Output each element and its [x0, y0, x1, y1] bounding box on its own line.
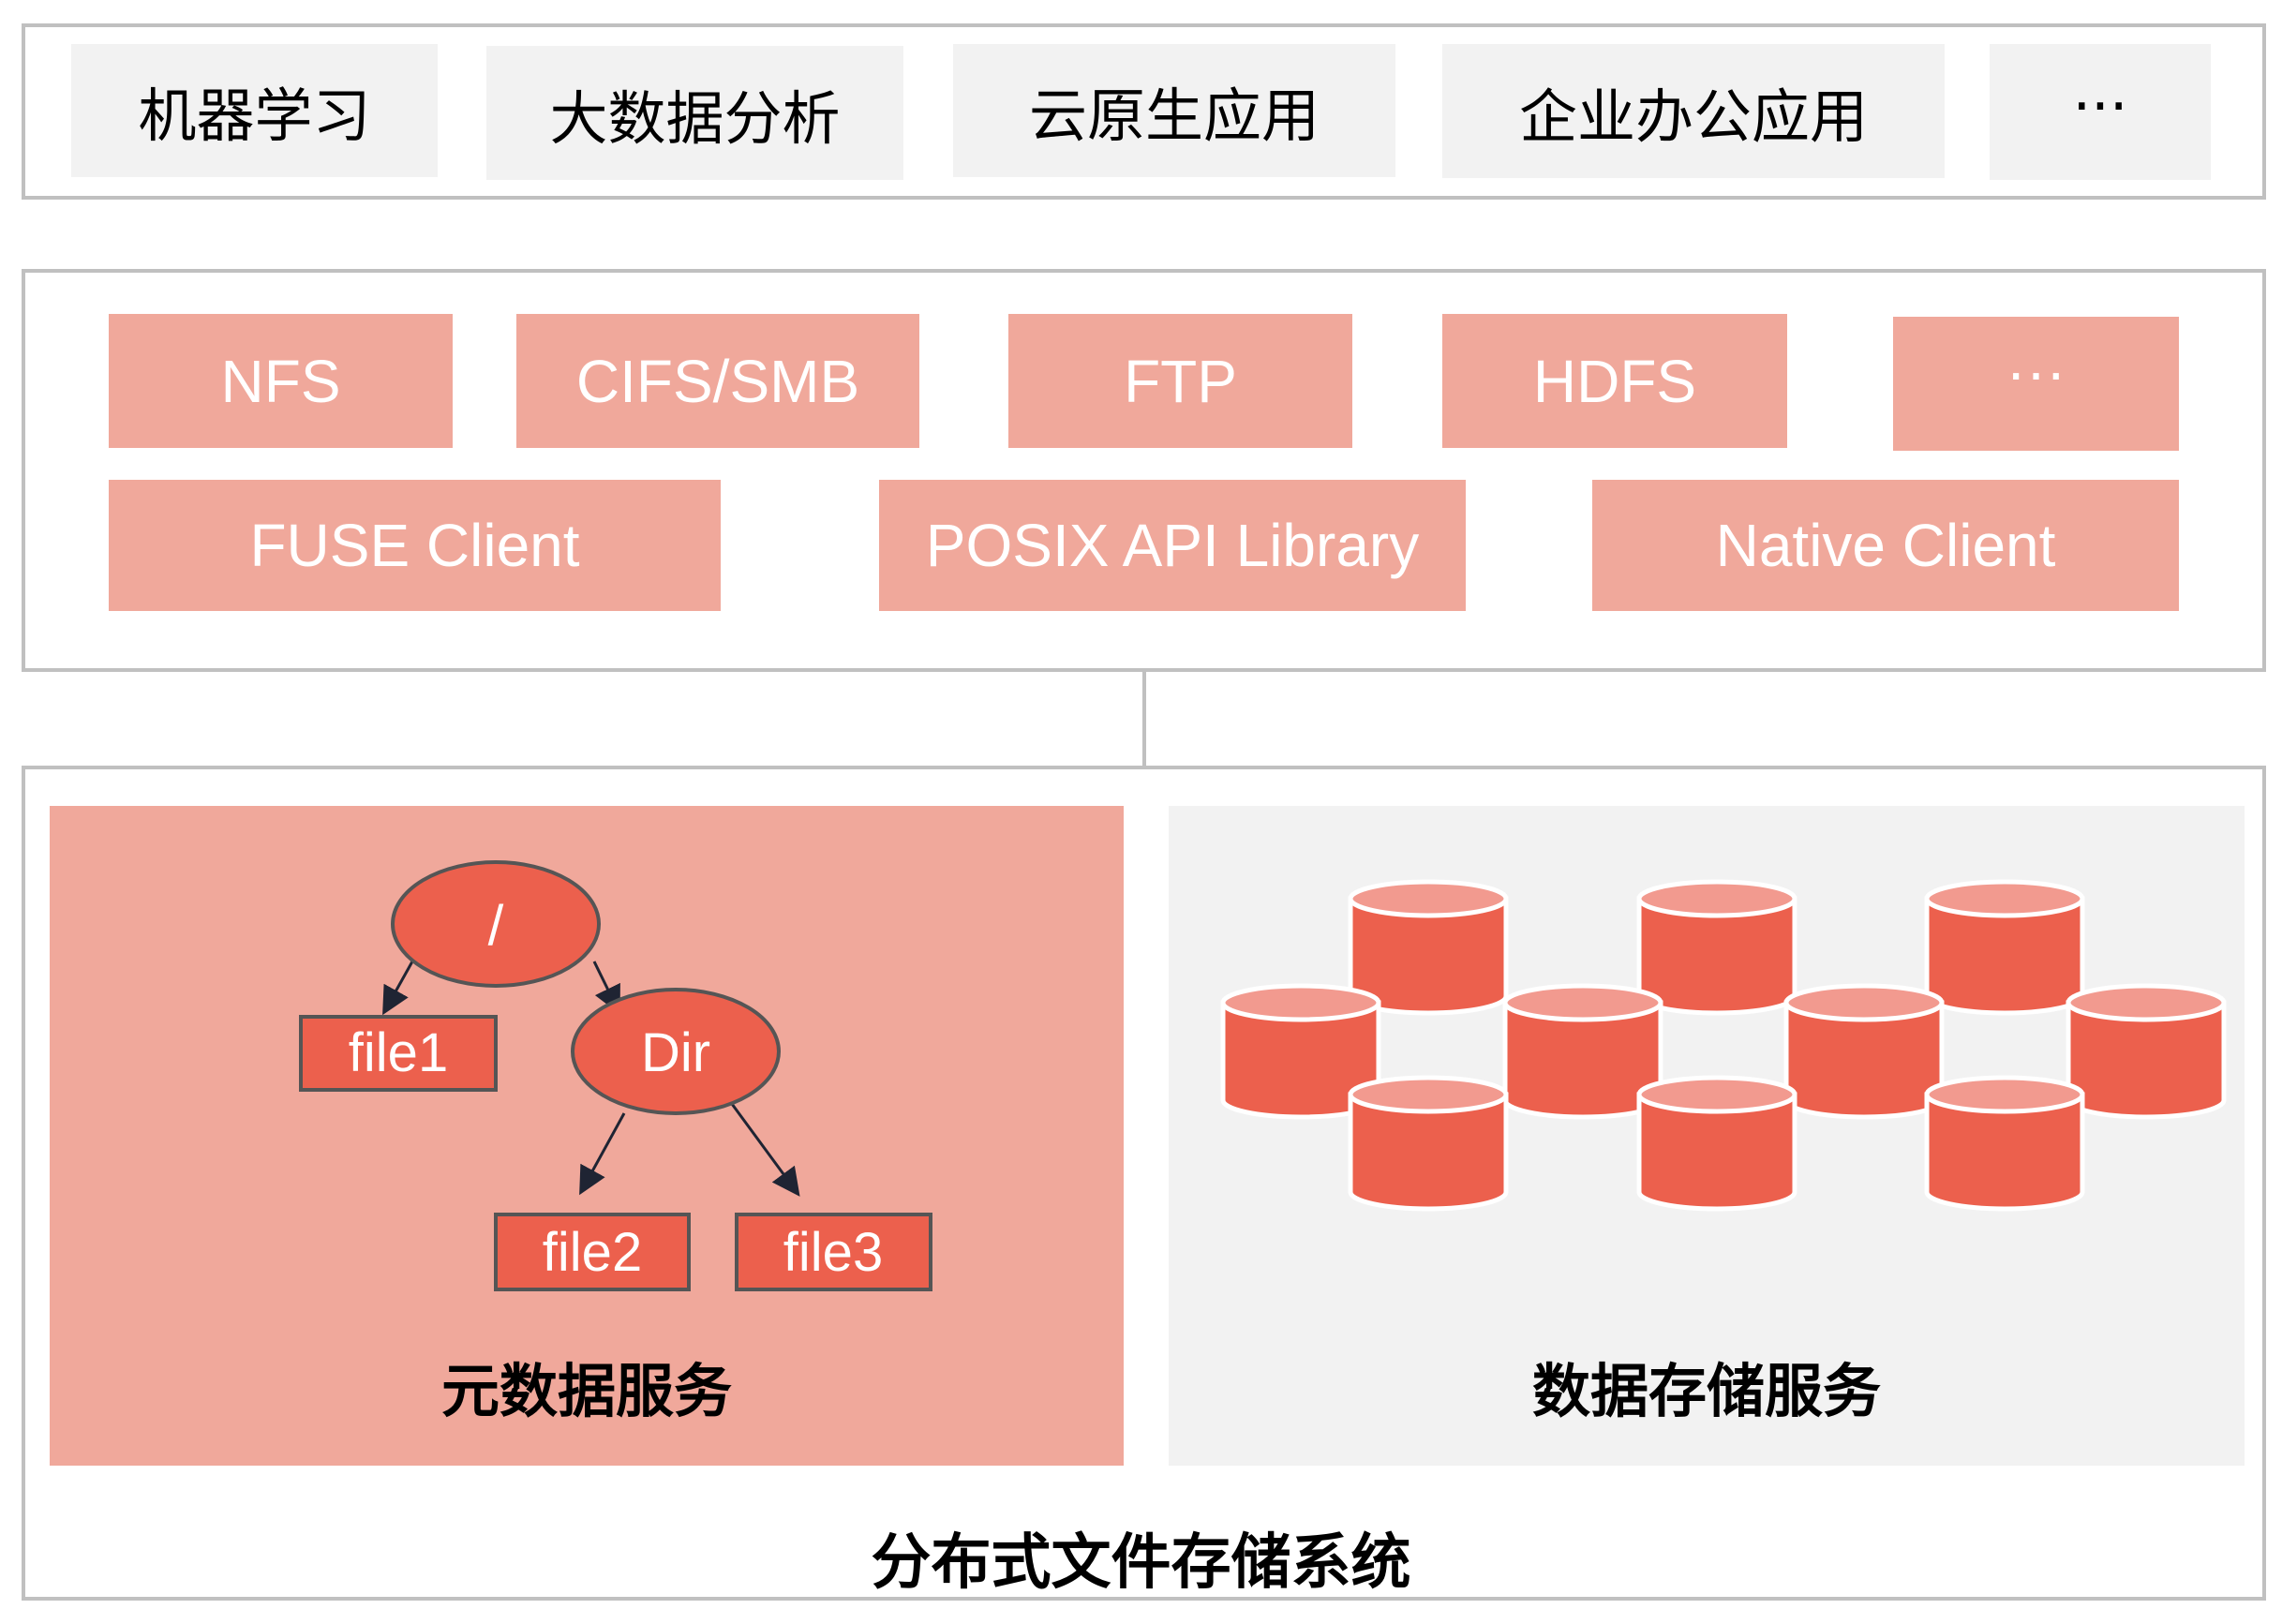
cylinder-top: [1636, 879, 1797, 918]
protocol-cifs-smb: CIFS/SMB: [516, 314, 919, 448]
storage-cylinder: [1348, 879, 1509, 1016]
edge-dir-file3: [730, 1103, 800, 1197]
app-big-data-analytics: 大数据分析: [486, 46, 903, 180]
cylinder-top: [1348, 1075, 1509, 1114]
cylinder-body: [1348, 1092, 1509, 1212]
tree-node-file2: [494, 1213, 691, 1291]
cylinder-top: [1636, 1075, 1797, 1114]
edge-dir-file2: [579, 1112, 626, 1196]
tree-node-root: [391, 860, 601, 988]
storage-cylinder: [1348, 1075, 1509, 1212]
protocol-hdfs: HDFS: [1442, 314, 1787, 448]
tree-node-file2-label: file2: [543, 1222, 642, 1283]
system-caption: 分布式文件存储系统: [871, 1528, 1411, 1598]
app-more: ···: [1990, 44, 2211, 180]
app-enterprise-office: 企业办公应用: [1442, 44, 1945, 178]
cylinder-top: [1220, 983, 1381, 1022]
storage-cylinder: [1924, 879, 2085, 1016]
storage-cylinder: [1220, 983, 1381, 1120]
tree-node-root-label: /: [488, 894, 504, 957]
app-cloud-native: 云原生应用: [953, 44, 1395, 177]
client-native: Native Client: [1592, 480, 2179, 611]
cylinder-body: [1924, 1092, 2085, 1212]
cylinder-body: [1636, 1092, 1797, 1212]
storage-cylinder: [2066, 983, 2227, 1120]
metadata-service-panel: / file1 Dir file2 file3 元数据服务: [50, 806, 1124, 1466]
client-fuse: FUSE Client: [109, 480, 721, 611]
storage-service-title: 数据存储服务: [1531, 1357, 1881, 1425]
cylinder-top: [1783, 983, 1945, 1022]
storage-cylinder: [1502, 983, 1663, 1120]
cylinder-top: [1348, 879, 1509, 918]
tree-node-dir-label: Dir: [641, 1022, 710, 1083]
connector-line: [1142, 672, 1146, 767]
protocol-nfs: NFS: [109, 314, 453, 448]
metadata-tree: / file1 Dir file2 file3: [299, 860, 932, 1291]
cylinder-top: [1924, 1075, 2085, 1114]
tree-node-file1: [299, 1015, 498, 1092]
client-posix-api-library: POSIX API Library: [879, 480, 1466, 611]
metadata-service-title: 元数据服务: [440, 1357, 732, 1425]
tree-node-dir: [571, 988, 781, 1115]
edge-root-file1: [382, 961, 414, 1016]
cylinder-top: [1924, 879, 2085, 918]
tree-node-file3: [735, 1213, 932, 1291]
storage-service-panel: 数据存储服务: [1169, 806, 2245, 1466]
protocol-ftp: FTP: [1008, 314, 1352, 448]
storage-cylinder: [1783, 983, 1945, 1120]
app-machine-learning: 机器学习: [71, 44, 438, 177]
cylinder-top: [2066, 983, 2227, 1022]
storage-cylinder: [1636, 1075, 1797, 1212]
protocol-more: ···: [1893, 317, 2179, 451]
storage-cylinders: [1220, 879, 2227, 1212]
cylinder-top: [1502, 983, 1663, 1022]
tree-node-file3-label: file3: [783, 1222, 883, 1283]
tree-node-file1-label: file1: [349, 1022, 448, 1083]
storage-cylinder: [1636, 879, 1797, 1016]
storage-cylinder: [1924, 1075, 2085, 1212]
